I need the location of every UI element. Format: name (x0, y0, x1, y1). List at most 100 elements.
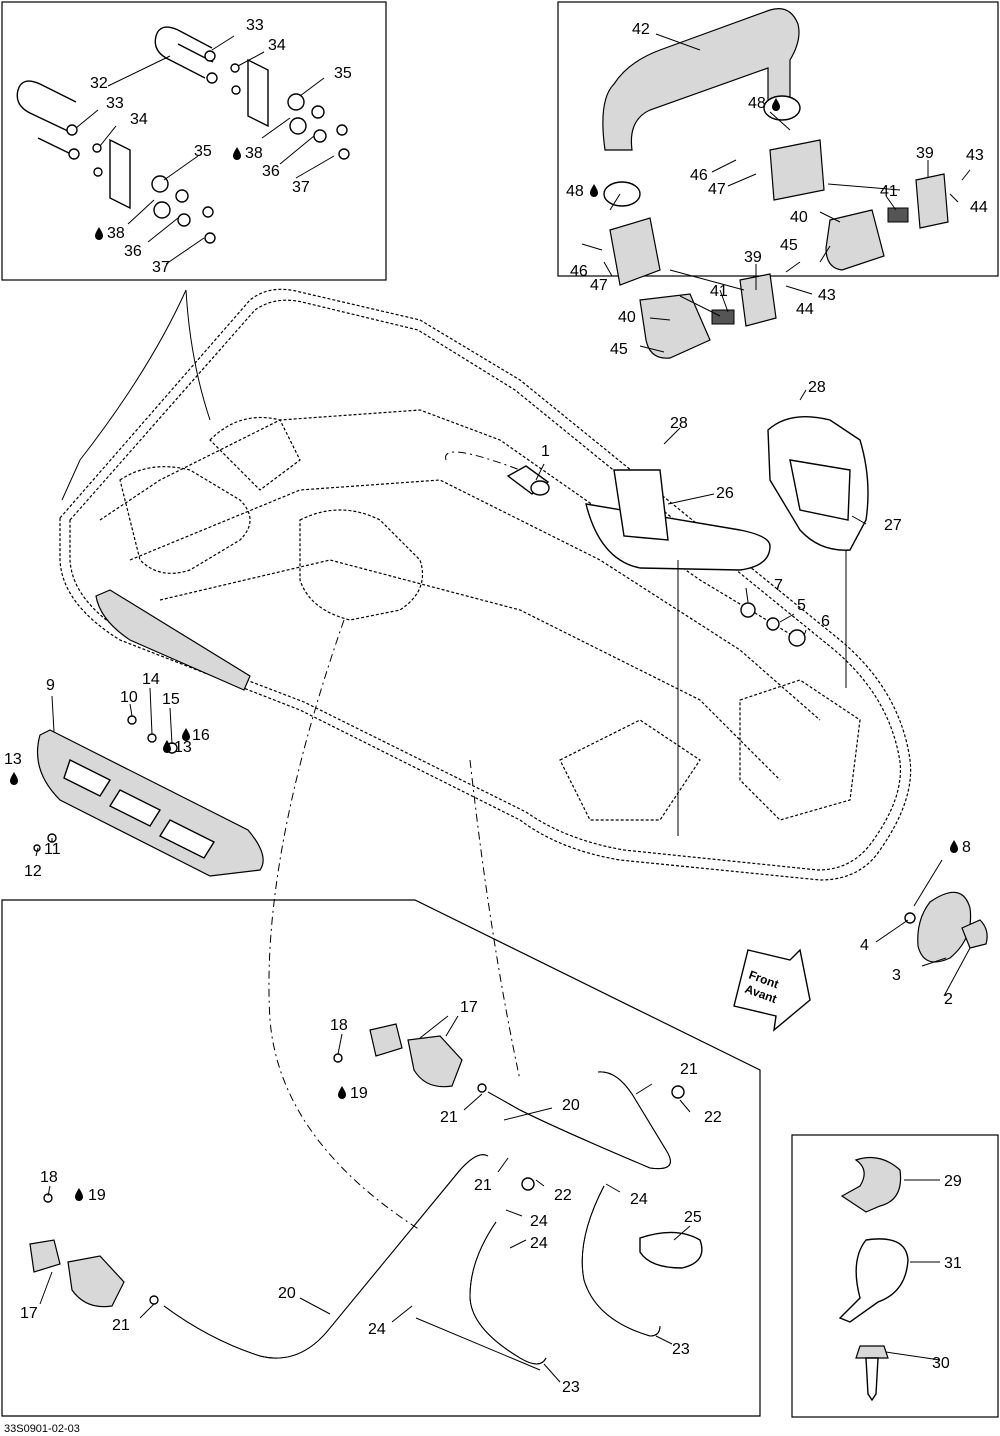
label-13a: 13 (4, 751, 22, 768)
u-bolt-lower (16, 80, 216, 244)
label-8: 8 (962, 839, 971, 856)
label-20b: 20 (278, 1285, 296, 1302)
handle-bracket-right (769, 139, 949, 271)
label-14: 14 (142, 671, 160, 688)
label-45b: 45 (610, 341, 628, 358)
label-43b: 43 (818, 287, 836, 304)
label-29: 29 (944, 1173, 962, 1190)
hose-clamp-29 (840, 1157, 902, 1213)
inset-box-grab-handle (557, 1, 999, 277)
hull (59, 288, 912, 881)
label-40b: 40 (618, 309, 636, 326)
inset-box-fasteners (791, 1134, 999, 1418)
label-28b: 28 (808, 379, 826, 396)
label-24b: 24 (530, 1213, 548, 1230)
label-27: 27 (884, 517, 902, 534)
label-18b: 18 (40, 1169, 58, 1186)
label-28a: 28 (670, 415, 688, 432)
label-5: 5 (797, 597, 806, 614)
bilge-pump-upper (333, 1023, 487, 1093)
label-3: 3 (892, 967, 901, 984)
label-46b: 46 (570, 263, 588, 280)
drop-icon-38a (233, 147, 241, 160)
label-21a: 21 (680, 1061, 698, 1078)
label-11: 11 (44, 841, 61, 858)
label-37b: 37 (152, 259, 170, 276)
washer-5 (766, 617, 780, 631)
drop-icon-48b (590, 184, 598, 197)
label-41a: 41 (880, 183, 898, 200)
drain-plug-assembly (904, 891, 988, 963)
washer-6 (788, 629, 806, 647)
drop-icon-13a (10, 772, 18, 785)
label-46a: 46 (690, 167, 708, 184)
label-13b: 13 (174, 739, 192, 756)
sponson-hull-side (95, 589, 251, 691)
label-36b: 36 (124, 243, 142, 260)
label-4: 4 (860, 937, 869, 954)
label-10: 10 (120, 689, 138, 706)
label-26: 26 (716, 485, 734, 502)
label-12: 12 (24, 863, 42, 880)
label-21d: 21 (112, 1317, 130, 1334)
label-9: 9 (46, 677, 55, 694)
label-20a: 20 (562, 1097, 580, 1114)
label-36a: 36 (262, 163, 280, 180)
inset-box-handle-bolts (1, 1, 387, 281)
label-7: 7 (774, 577, 783, 594)
label-17a: 17 (460, 999, 478, 1016)
label-22b: 22 (554, 1187, 572, 1204)
label-33b: 33 (106, 95, 124, 112)
cable-tie-31 (838, 1238, 909, 1323)
label-47b: 47 (590, 277, 608, 294)
label-43a: 43 (966, 147, 984, 164)
label-24c: 24 (530, 1235, 548, 1252)
handle-bracket-left (609, 217, 777, 359)
label-35b: 35 (194, 143, 212, 160)
bilge-pump-lower (29, 1193, 159, 1308)
label-22a: 22 (704, 1109, 722, 1126)
storage-bin-26 (585, 469, 771, 571)
label-16: 16 (192, 727, 210, 744)
inset-box-bilge (1, 899, 761, 1417)
label-44b: 44 (796, 301, 814, 318)
drop-icon-8 (950, 840, 958, 853)
seal-25 (639, 1231, 703, 1269)
label-18a: 18 (330, 1017, 348, 1034)
label-17b: 17 (20, 1305, 38, 1322)
label-21c: 21 (474, 1177, 492, 1194)
label-38a: 38 (245, 145, 263, 162)
label-19a: 19 (350, 1085, 368, 1102)
screw-30 (855, 1345, 889, 1402)
label-44a: 44 (970, 199, 988, 216)
label-23b: 23 (562, 1379, 580, 1396)
label-41b: 41 (710, 283, 728, 300)
u-bolt-upper (154, 26, 350, 160)
label-21b: 21 (440, 1109, 458, 1126)
label-34b: 34 (130, 111, 148, 128)
front-direction-arrow: Front Avant (733, 948, 811, 1032)
drop-icon-13b (163, 740, 171, 753)
label-37a: 37 (292, 179, 310, 196)
nut-7 (740, 602, 756, 618)
label-31: 31 (944, 1255, 962, 1272)
storage-bin-27 (767, 415, 869, 551)
label-48a: 48 (748, 95, 766, 112)
label-40a: 40 (790, 209, 808, 226)
label-32: 32 (90, 75, 108, 92)
label-24a: 24 (630, 1191, 648, 1208)
label-39a: 39 (916, 145, 934, 162)
reference-code: 33S0901-02-03 (4, 1423, 80, 1435)
drop-icon-38b (95, 227, 103, 240)
label-30: 30 (932, 1355, 950, 1372)
label-42: 42 (632, 21, 650, 38)
cap-1 (506, 465, 550, 496)
label-2: 2 (944, 991, 953, 1008)
label-39b: 39 (744, 249, 762, 266)
label-33a: 33 (246, 17, 264, 34)
label-23a: 23 (672, 1341, 690, 1358)
label-15: 15 (162, 691, 180, 708)
label-19b: 19 (88, 1187, 106, 1204)
drop-icon-19b (75, 1188, 83, 1201)
